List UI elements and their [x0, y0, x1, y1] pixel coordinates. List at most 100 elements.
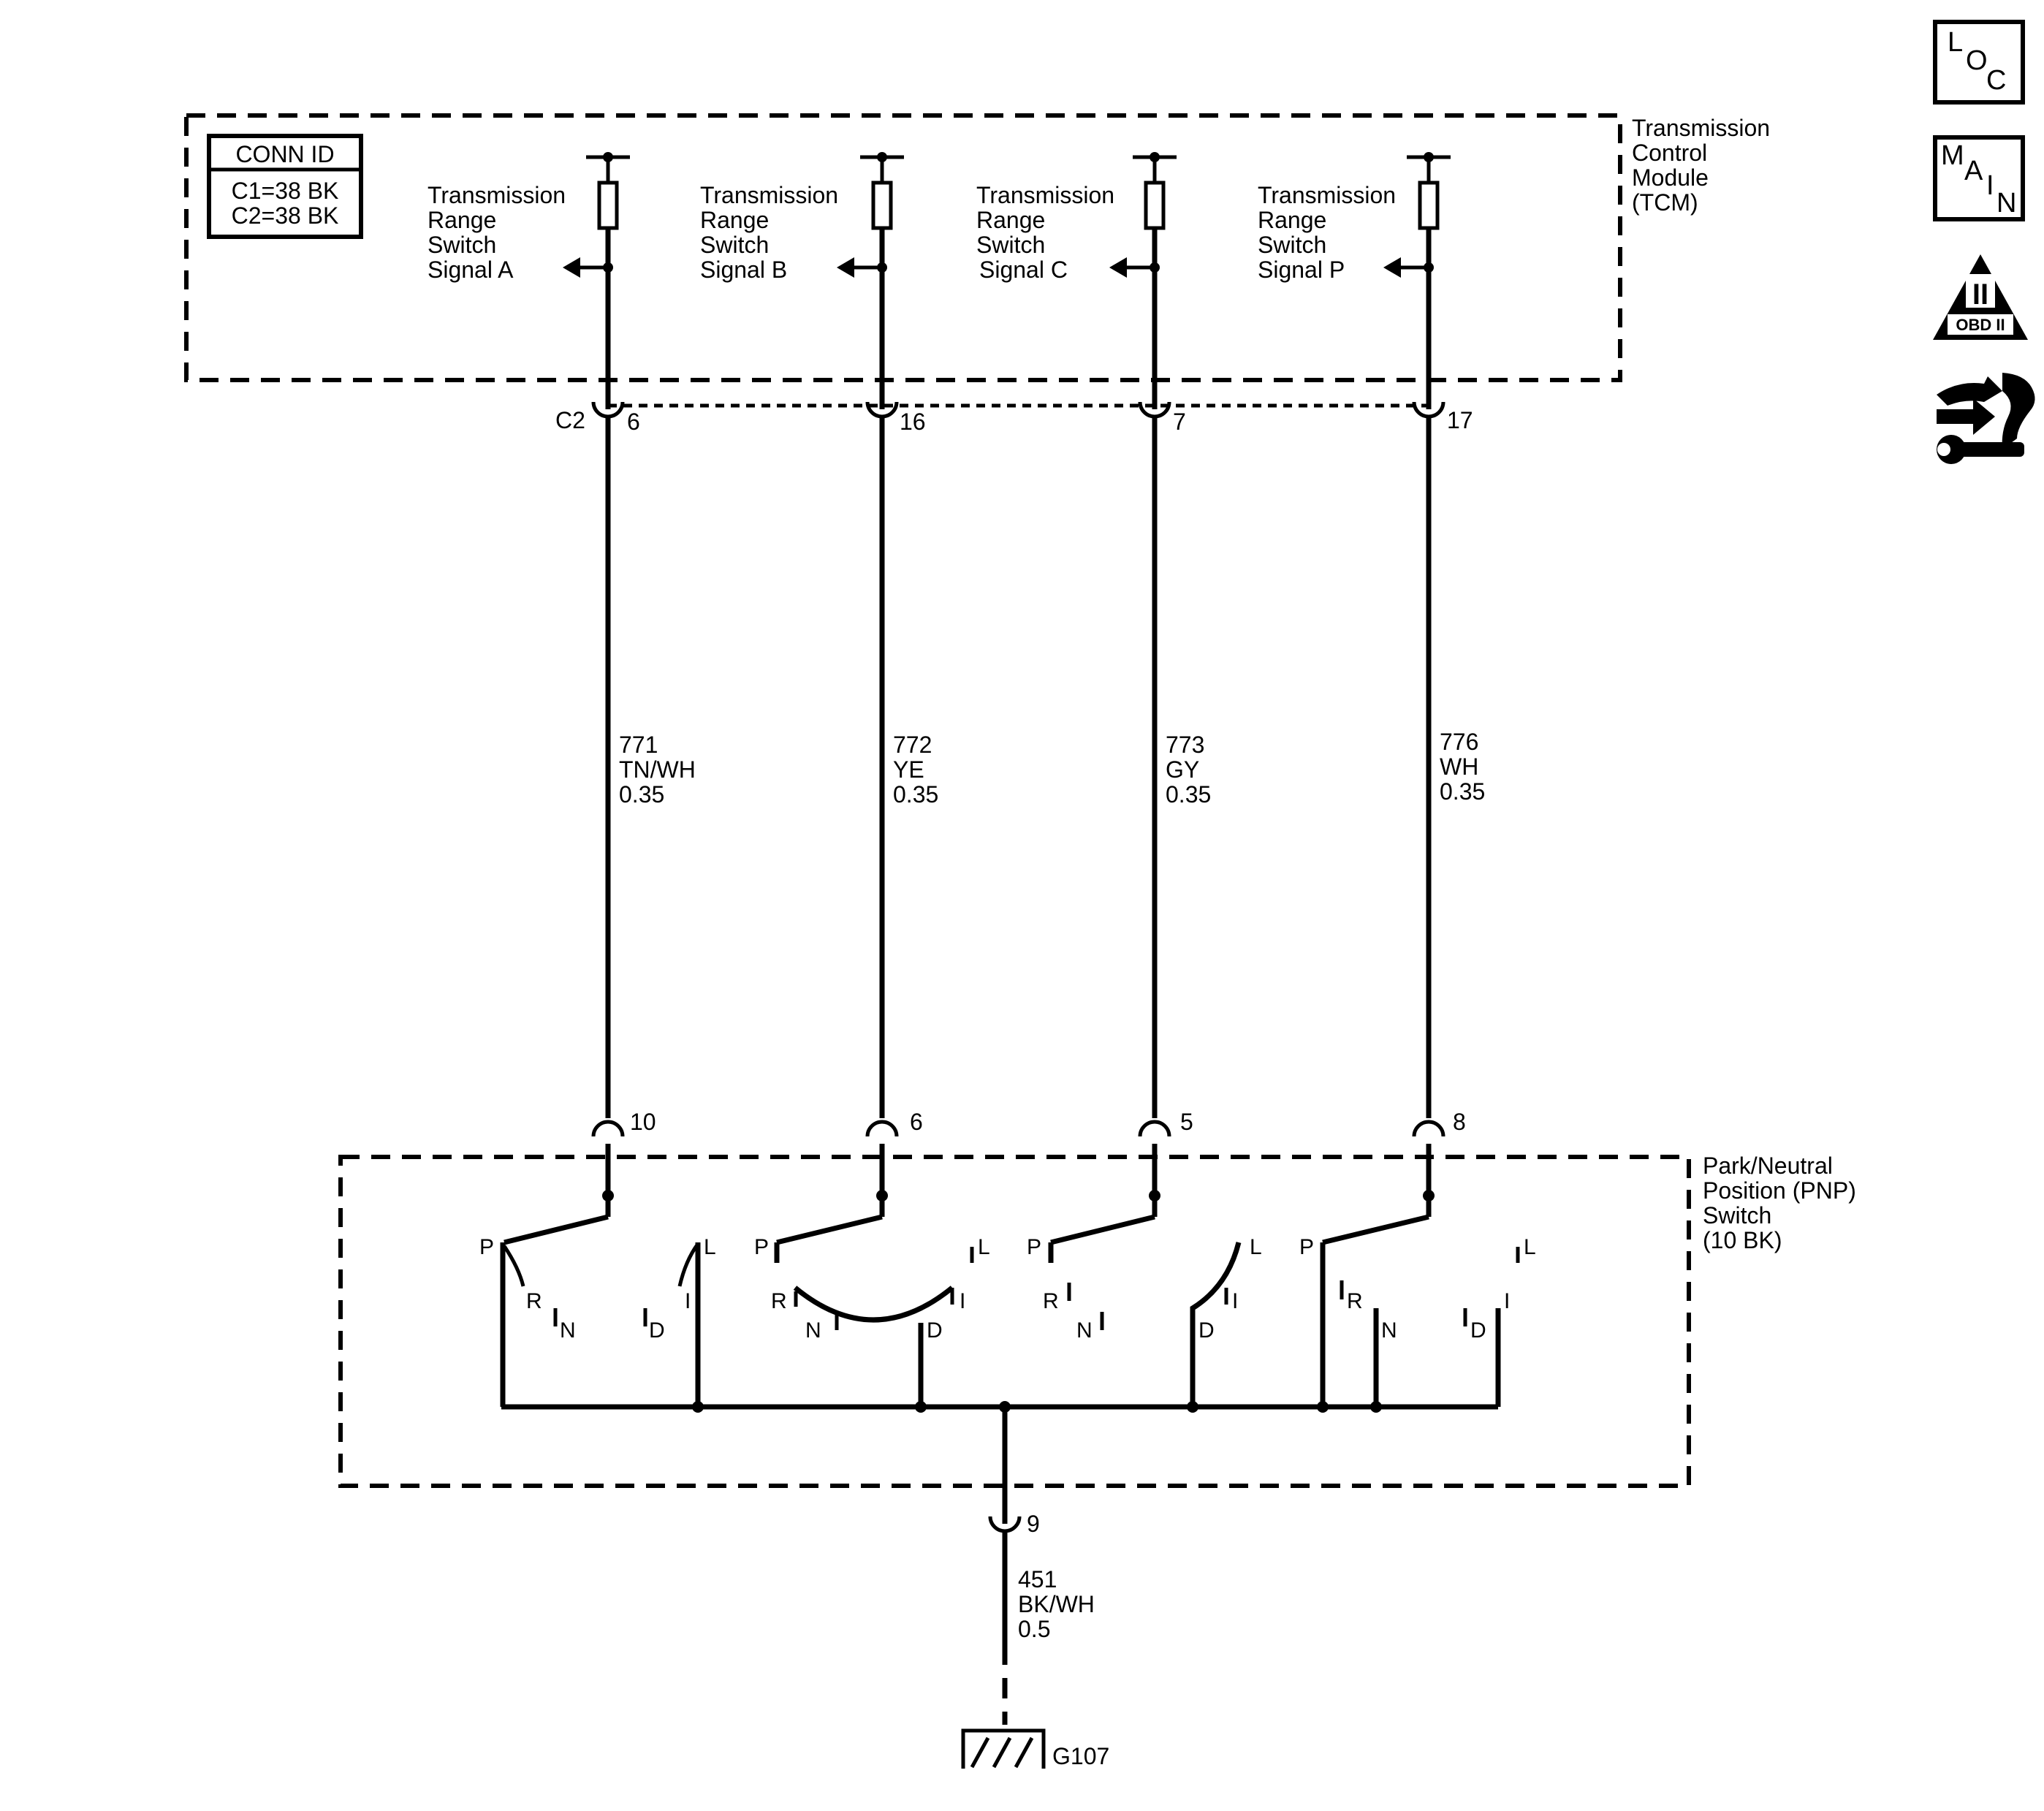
- conn-id-c2: C2=38 BK: [232, 202, 339, 229]
- tcm-label: Transmission Control Module (TCM): [1632, 115, 1770, 216]
- wire-label-c: 773 GY 0.35: [1166, 732, 1211, 808]
- pull-up-resistor-c: [1144, 181, 1166, 230]
- svg-text:Range: Range: [700, 207, 769, 233]
- svg-text:D: D: [649, 1318, 665, 1343]
- svg-text:0.35: 0.35: [619, 781, 664, 808]
- svg-text:N: N: [805, 1318, 821, 1343]
- svg-text:Switch: Switch: [976, 232, 1045, 258]
- channel-signal-p: Transmission Range Switch Signal P: [1258, 152, 1451, 409]
- tcm-pin-p: 17: [1447, 407, 1473, 433]
- svg-text:P: P: [1027, 1235, 1041, 1259]
- svg-text:I: I: [1232, 1289, 1238, 1313]
- ground-wire-circuit: 451: [1018, 1566, 1057, 1592]
- svg-text:P: P: [479, 1235, 494, 1259]
- pnp-pin-b: 6: [910, 1109, 923, 1135]
- conn-id-c1: C1=38 BK: [232, 178, 339, 204]
- svg-text:Position (PNP): Position (PNP): [1703, 1177, 1856, 1204]
- svg-text:D: D: [1198, 1318, 1215, 1343]
- svg-text:Transmission: Transmission: [700, 182, 838, 208]
- svg-text:0.35: 0.35: [1440, 778, 1485, 805]
- pull-up-resistor-b: [871, 181, 893, 230]
- svg-text:Signal P: Signal P: [1258, 257, 1345, 283]
- svg-text:Range: Range: [428, 207, 496, 233]
- pnp-switch-label: Park/Neutral Position (PNP) Switch (10 B…: [1703, 1153, 1856, 1253]
- svg-text:D: D: [927, 1318, 943, 1343]
- svg-text:L: L: [1250, 1235, 1262, 1259]
- svg-text:Transmission: Transmission: [1632, 115, 1770, 141]
- signal-label-c: Transmission Range Switch Signal C: [976, 182, 1114, 283]
- svg-text:Transmission: Transmission: [428, 182, 566, 208]
- pnp-connector: 10 6 5 8: [591, 1109, 1466, 1137]
- obd-ii-icon[interactable]: II OBD II: [1933, 254, 2028, 340]
- pnp-pin-p: 8: [1453, 1109, 1466, 1135]
- pnp-switch-boundary: [338, 1155, 1691, 1488]
- tcm-pin-c: 7: [1173, 409, 1186, 435]
- signal-arrow-p: [1383, 257, 1401, 278]
- svg-text:I: I: [960, 1289, 965, 1313]
- pnp-ground-pin: 9: [1027, 1511, 1040, 1537]
- svg-text:I: I: [685, 1289, 691, 1313]
- svg-text:Range: Range: [1258, 207, 1326, 233]
- wire-label-a: 771 TN/WH 0.35: [619, 732, 696, 808]
- svg-text:R: R: [1043, 1289, 1059, 1313]
- svg-text:Transmission: Transmission: [1258, 182, 1396, 208]
- signal-label-a: Transmission Range Switch Signal A: [428, 182, 566, 283]
- svg-text:N: N: [1996, 188, 2016, 219]
- svg-text:Range: Range: [976, 207, 1045, 233]
- svg-text:R: R: [771, 1289, 787, 1313]
- svg-text:Control: Control: [1632, 140, 1707, 166]
- svg-text:Transmission: Transmission: [976, 182, 1114, 208]
- svg-text:L: L: [704, 1235, 716, 1259]
- svg-text:Switch: Switch: [700, 232, 769, 258]
- harness-wires: [605, 415, 1432, 1118]
- svg-text:O: O: [1966, 45, 1988, 76]
- svg-text:C: C: [1986, 65, 2006, 96]
- svg-text:I: I: [1986, 170, 1994, 201]
- main-icon[interactable]: M A I N: [1933, 135, 2025, 221]
- signal-arrow-b: [837, 257, 854, 278]
- svg-text:OBD II: OBD II: [1956, 316, 2005, 334]
- tcm-pin-a: 6: [627, 409, 640, 435]
- wire-label-b: 772 YE 0.35: [893, 732, 938, 808]
- pnp-switch-a: P R N D I L: [479, 1144, 716, 1413]
- tcm-connector-c2: C2 6 16 7 17: [555, 401, 1473, 435]
- tcm-connector-label: C2: [555, 407, 585, 433]
- signal-arrow-a: [563, 257, 580, 278]
- tcm-module-boundary: [184, 113, 1622, 382]
- signal-label-p: Transmission Range Switch Signal P: [1258, 182, 1396, 283]
- ground-path: 9 451 BK/WH 0.5: [988, 1401, 1095, 1725]
- svg-text:Signal C: Signal C: [979, 257, 1068, 283]
- svg-text:(10 BK): (10 BK): [1703, 1227, 1782, 1253]
- channel-signal-c: Transmission Range Switch Signal C: [976, 152, 1177, 409]
- svg-text:L: L: [1948, 27, 1963, 58]
- svg-text:M: M: [1941, 140, 1964, 171]
- svg-text:GY: GY: [1166, 756, 1199, 783]
- svg-text:P: P: [754, 1235, 769, 1259]
- svg-text:I: I: [1504, 1289, 1510, 1313]
- pull-up-resistor-a: [597, 181, 619, 230]
- svg-text:(TCM): (TCM): [1632, 189, 1698, 216]
- signal-label-b: Transmission Range Switch Signal B: [700, 182, 838, 283]
- signal-arrow-c: [1109, 257, 1127, 278]
- diagnostic-tools-icon[interactable]: [1937, 373, 2035, 464]
- svg-text:TN/WH: TN/WH: [619, 756, 696, 783]
- svg-text:773: 773: [1166, 732, 1204, 758]
- svg-text:N: N: [1381, 1318, 1397, 1343]
- loc-icon[interactable]: L O C: [1933, 20, 2025, 105]
- svg-text:N: N: [560, 1318, 576, 1343]
- conn-id-title: CONN ID: [235, 141, 334, 167]
- pnp-switch-p: P R N D I L: [1299, 1144, 1536, 1413]
- svg-text:D: D: [1470, 1318, 1486, 1343]
- pnp-pin-c: 5: [1180, 1109, 1193, 1135]
- svg-text:Module: Module: [1632, 164, 1709, 191]
- svg-text:A: A: [1964, 156, 1983, 186]
- svg-text:Switch: Switch: [1703, 1202, 1771, 1229]
- pnp-switch-b: P R N D I L: [754, 1144, 990, 1413]
- svg-text:Signal B: Signal B: [700, 257, 787, 283]
- ground-wire-gauge: 0.5: [1018, 1616, 1050, 1642]
- svg-text:0.35: 0.35: [893, 781, 938, 808]
- svg-text:YE: YE: [893, 756, 924, 783]
- svg-text:L: L: [978, 1235, 990, 1259]
- svg-text:WH: WH: [1440, 753, 1478, 780]
